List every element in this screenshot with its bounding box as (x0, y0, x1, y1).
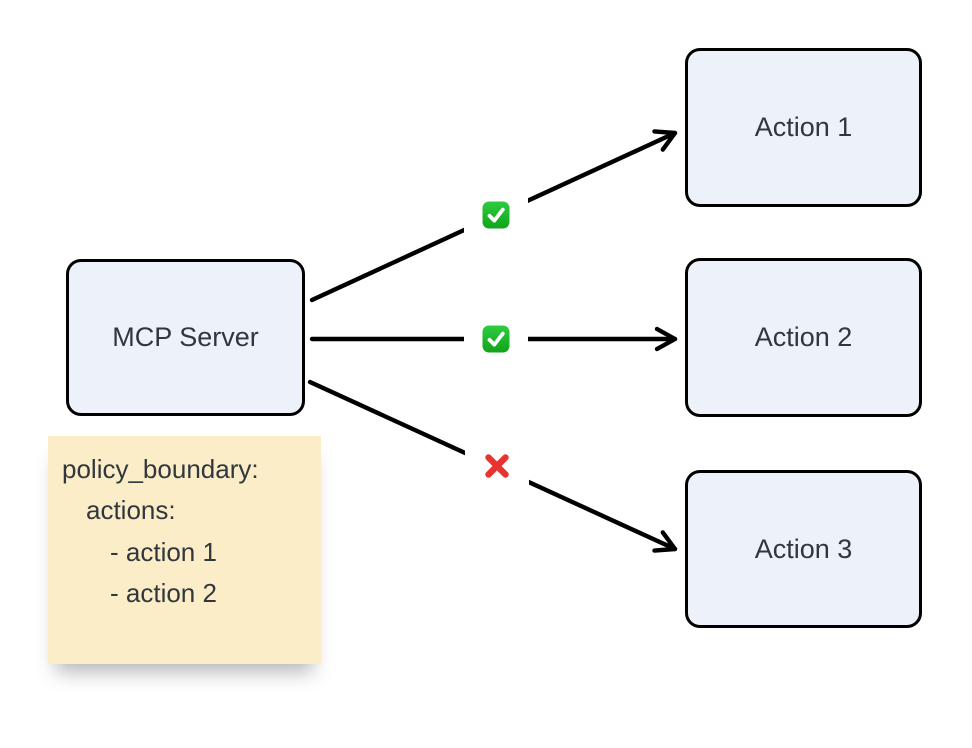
cross-icon (485, 454, 509, 478)
node-action-1: Action 1 (685, 48, 922, 207)
check-icon (482, 201, 510, 229)
note-line-actions: actions: (86, 495, 176, 526)
node-action-3-label: Action 3 (754, 533, 853, 564)
note-line-action-1: - action 1 (110, 536, 217, 567)
status-badge-allowed-action-2 (464, 313, 528, 365)
node-action-2-label: Action 2 (754, 322, 853, 352)
status-badge-blocked-action-3 (465, 440, 529, 492)
node-action-1-label: Action 1 (754, 112, 853, 142)
node-action-2: Action 2 (685, 258, 922, 417)
node-mcp-server: MCP Server (66, 259, 305, 416)
note-line-policy-boundary: policy_boundary: (62, 454, 259, 484)
check-icon (482, 325, 510, 353)
node-action-3: Action 3 (685, 470, 922, 628)
node-mcp-server-label: MCP Server (112, 322, 259, 352)
note-line-action-2: - action 2 (110, 577, 217, 608)
status-badge-allowed-action-1 (464, 189, 528, 241)
policy-boundary-note: policy_boundary: actions: - action 1 - a… (48, 436, 321, 664)
